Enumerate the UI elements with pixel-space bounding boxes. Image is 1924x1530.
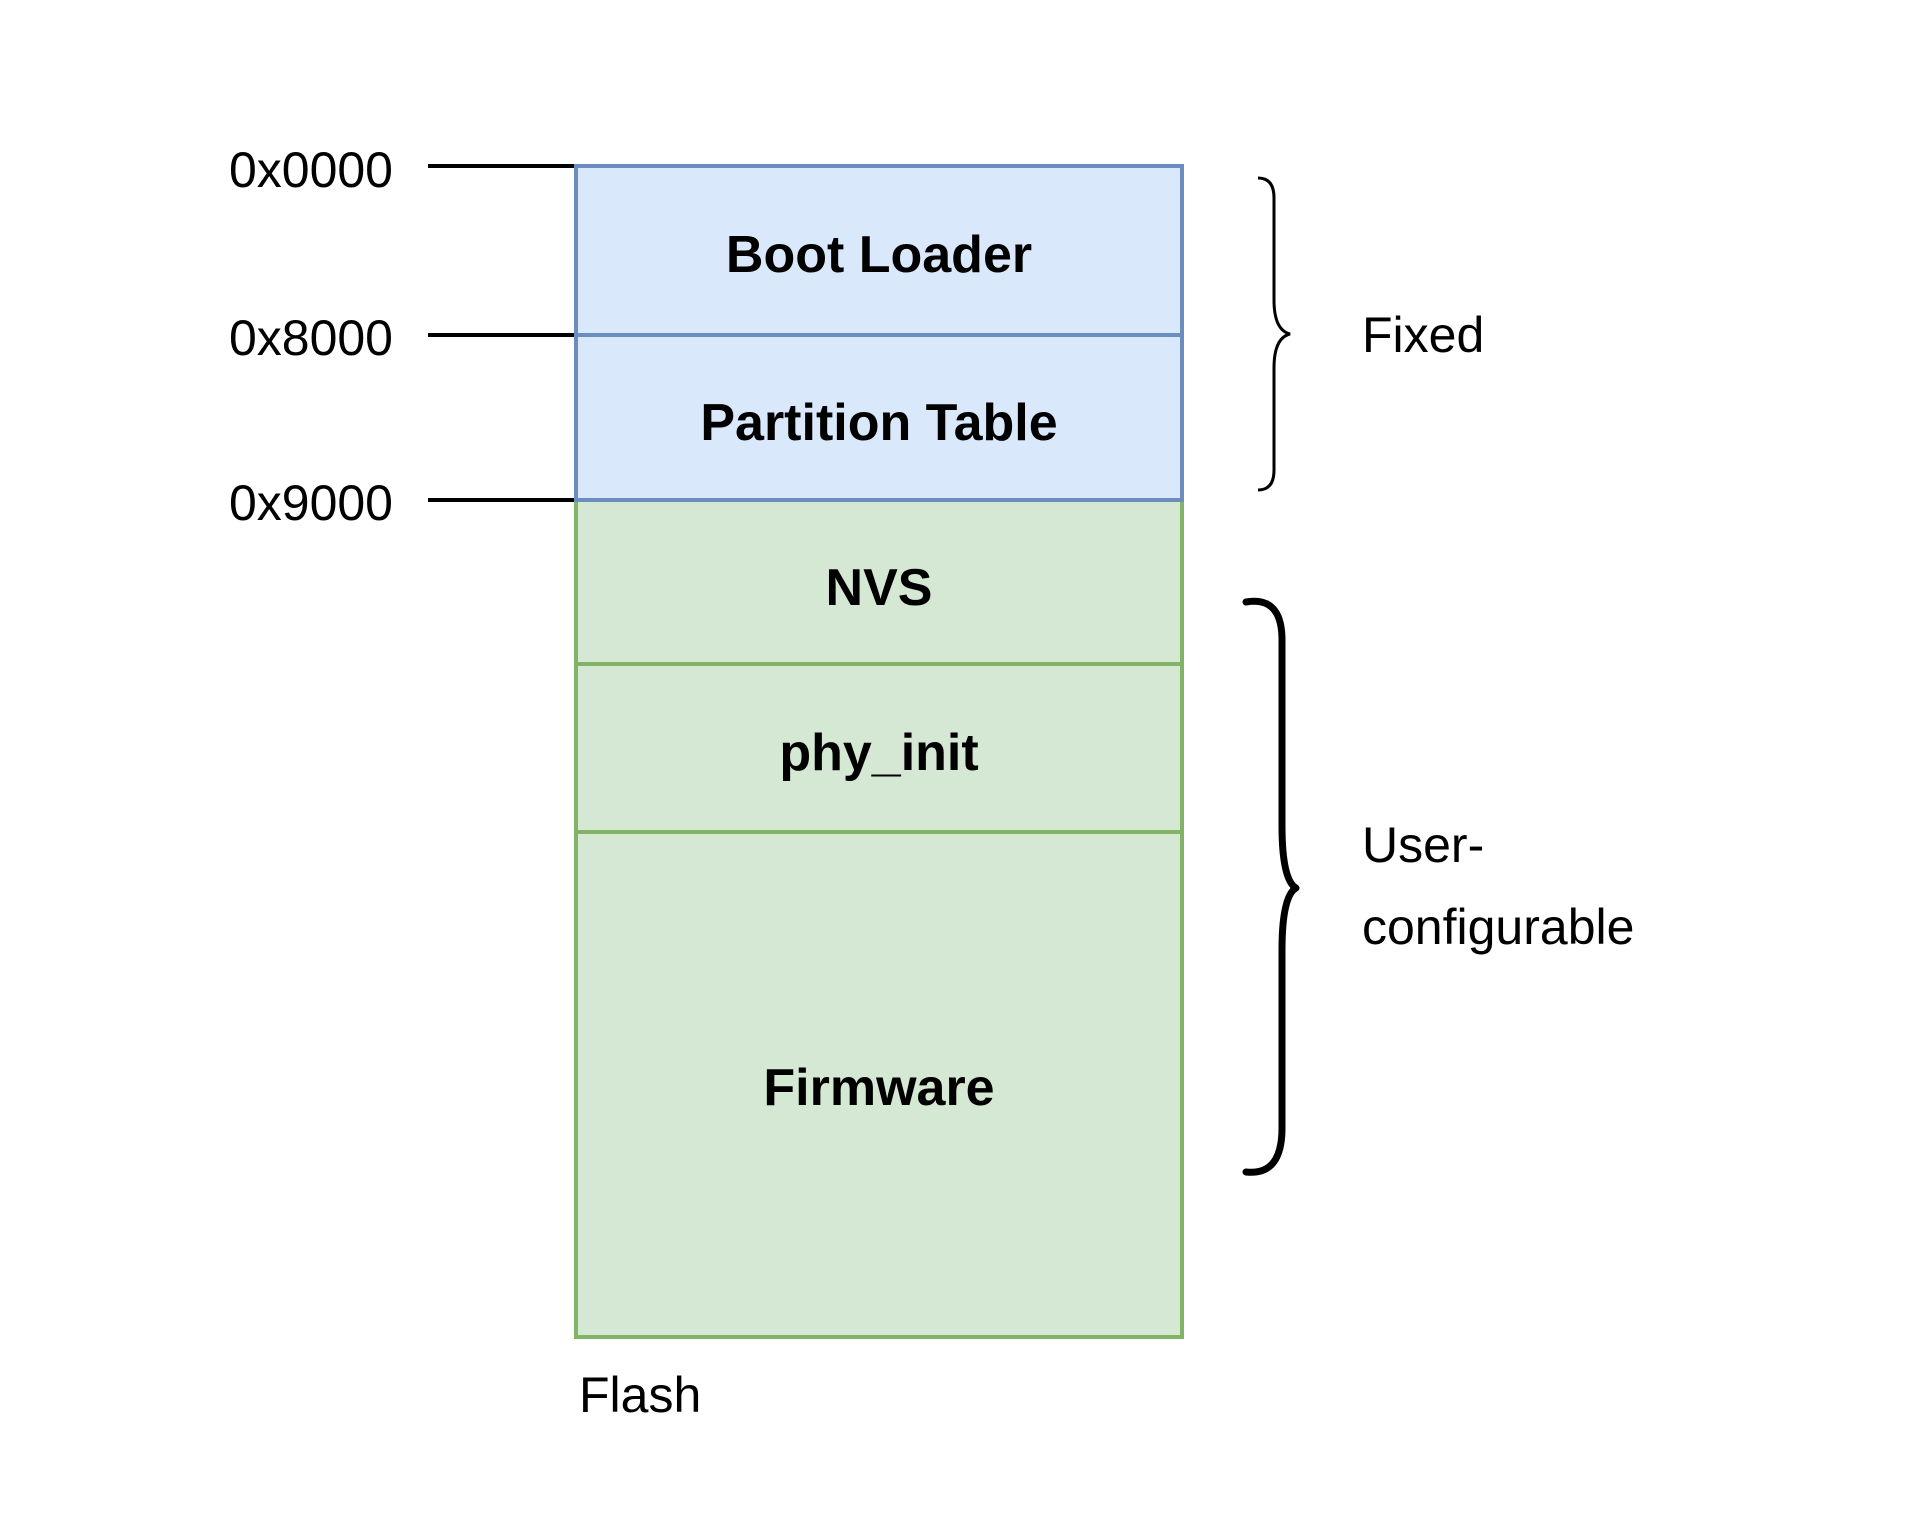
block-nvs xyxy=(574,498,1184,666)
block-label-nvs: NVS xyxy=(826,559,933,617)
group-label-user-line2: configurable xyxy=(1362,899,1634,955)
block-label-boot-loader: Boot Loader xyxy=(726,226,1032,284)
memory-label-flash: Flash xyxy=(579,1367,701,1423)
block-phy-init xyxy=(574,662,1184,834)
block-firmware xyxy=(574,830,1184,1339)
brace-fixed-icon xyxy=(1257,176,1291,492)
block-label-firmware: Firmware xyxy=(763,1059,994,1117)
block-partition-table xyxy=(574,333,1184,502)
block-label-phy-init: phy_init xyxy=(779,724,978,782)
address-label-0x0000: 0x0000 xyxy=(229,142,393,198)
address-label-0x8000: 0x8000 xyxy=(229,310,393,366)
address-label-0x9000: 0x9000 xyxy=(229,475,393,531)
group-label-fixed: Fixed xyxy=(1362,307,1484,363)
group-label-user-line1: User- xyxy=(1362,817,1484,873)
block-label-partition-table: Partition Table xyxy=(700,394,1057,452)
brace-user-configurable-icon xyxy=(1242,597,1300,1176)
